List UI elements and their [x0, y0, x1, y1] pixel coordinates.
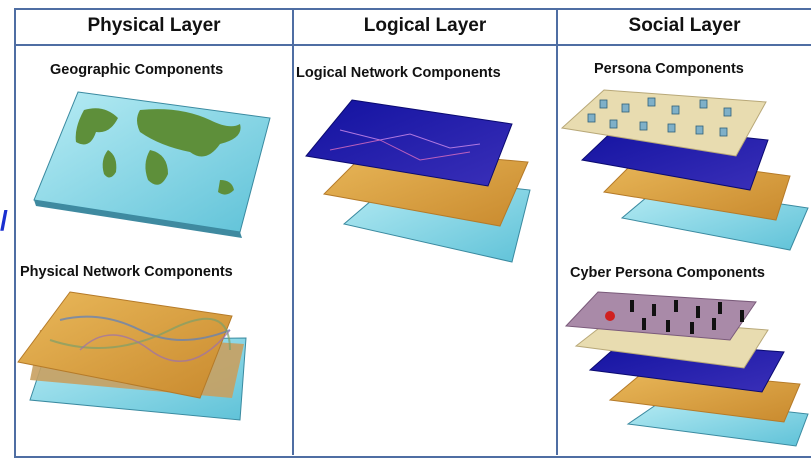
label-persona-components: Persona Components — [594, 61, 744, 77]
physical-network-stack — [17, 291, 247, 421]
header-physical-layer: Physical Layer — [16, 8, 292, 46]
edge-arrow-icon: / — [0, 205, 8, 236]
header-logical-layer: Logical Layer — [294, 8, 556, 46]
column-divider-2 — [556, 8, 558, 455]
label-physical-network-components: Physical Network Components — [20, 264, 233, 280]
persona-stack — [560, 89, 809, 251]
column-divider-1 — [292, 8, 294, 455]
label-logical-network-components: Logical Network Components — [296, 65, 501, 81]
header-social-layer: Social Layer — [558, 8, 811, 46]
label-geographic-components: Geographic Components — [50, 62, 224, 78]
logical-network-stack — [305, 99, 531, 263]
cyber-persona-stack — [564, 291, 809, 447]
geographic-map-layer — [33, 91, 271, 238]
label-cyber-persona-components: Cyber Persona Components — [570, 265, 765, 281]
